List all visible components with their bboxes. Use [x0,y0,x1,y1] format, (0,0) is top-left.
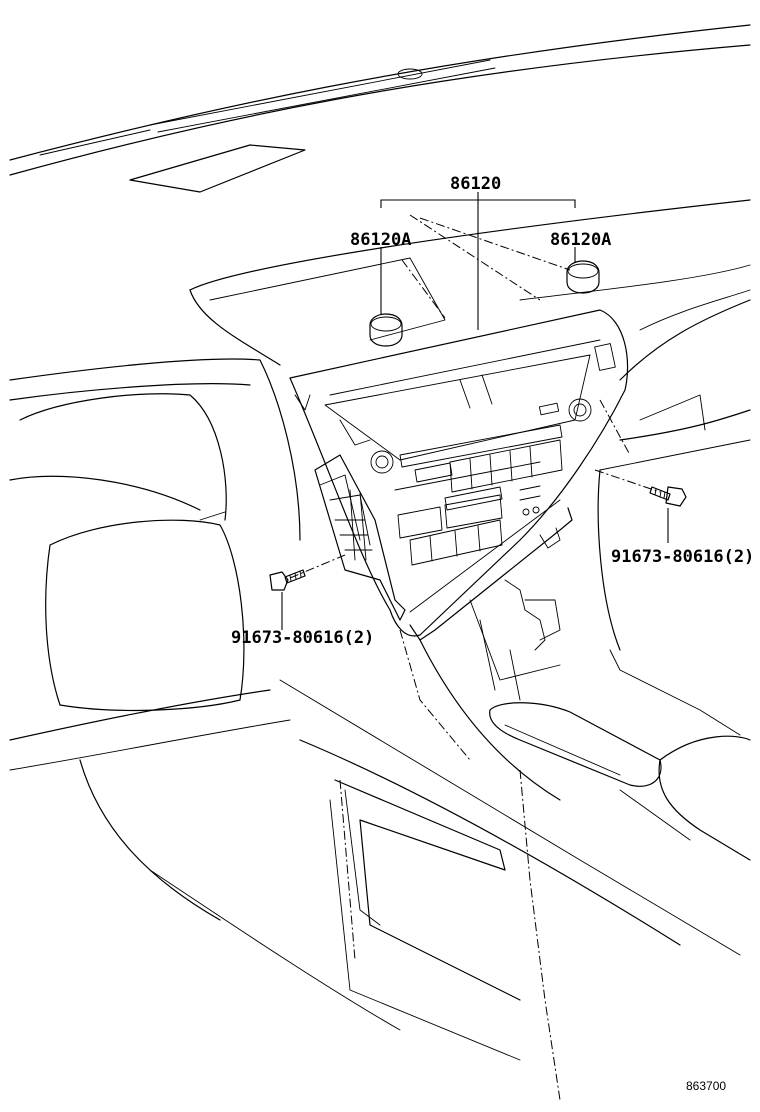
label-screw-left: 91673-80616(2) [231,628,374,648]
center-panel [289,309,629,641]
screw-right [649,486,687,507]
dashboard-top [9,24,751,193]
assembly-lines [289,214,661,1101]
audio-unit [314,454,406,621]
label-86120a-left: 86120A [350,230,411,250]
clip-right [566,260,600,294]
dashboard-surface [189,199,751,471]
left-dash-area [9,358,401,1031]
label-86120: 86120 [450,174,501,194]
center-console [279,469,751,956]
screw-left [269,569,306,591]
label-screw-right: 91673-80616(2) [611,547,754,567]
clip-left [369,313,403,347]
lower-console [329,779,521,1061]
label-86120a-right: 86120A [550,230,611,250]
leader-lines [281,192,669,630]
figure-number: 863700 [686,1079,726,1093]
